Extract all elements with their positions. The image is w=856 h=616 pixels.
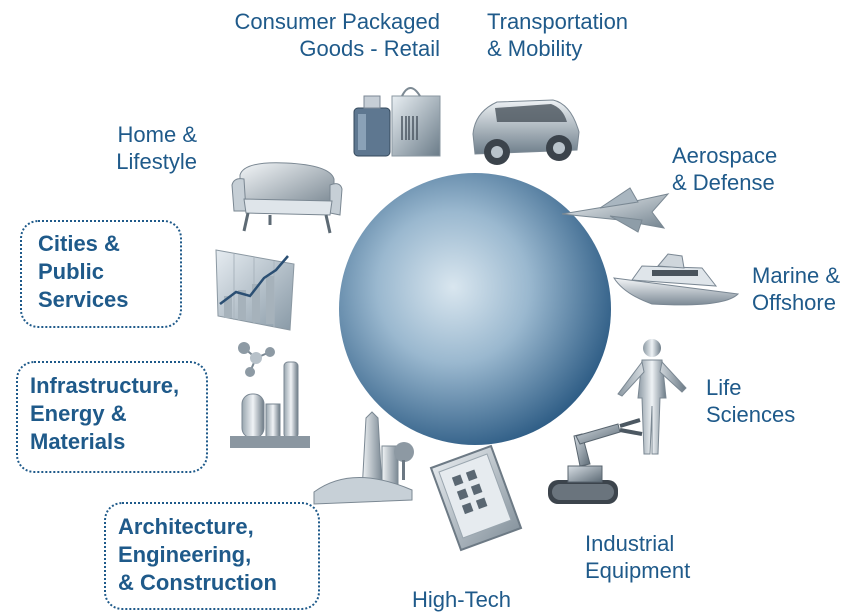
refinery-molecule-icon <box>230 342 310 448</box>
label-marine: Marine &Offshore <box>752 263 841 315</box>
label-aerospace: Aerospace& Defense <box>672 143 778 195</box>
robot-arm-icon <box>548 418 643 504</box>
car-icon <box>472 99 580 165</box>
tablet-icon <box>429 444 523 552</box>
yacht-icon <box>613 253 740 306</box>
jet-icon <box>561 187 670 233</box>
perfume-bag-icon <box>353 87 441 157</box>
label-aec-boxed: Architecture,Engineering,& Construction <box>104 502 320 610</box>
city-chart-icon <box>215 249 295 331</box>
label-transportation: Transportation& Mobility <box>487 9 629 61</box>
label-home: Home &Lifestyle <box>116 122 197 174</box>
human-figure-icon <box>617 339 687 455</box>
sofa-icon <box>231 162 343 234</box>
buildings-bridge-icon <box>313 411 414 505</box>
label-high-tech: High-Tech <box>412 587 512 612</box>
center-sphere <box>339 173 611 445</box>
label-infrastructure-boxed: Infrastructure,Energy &Materials <box>16 361 208 473</box>
